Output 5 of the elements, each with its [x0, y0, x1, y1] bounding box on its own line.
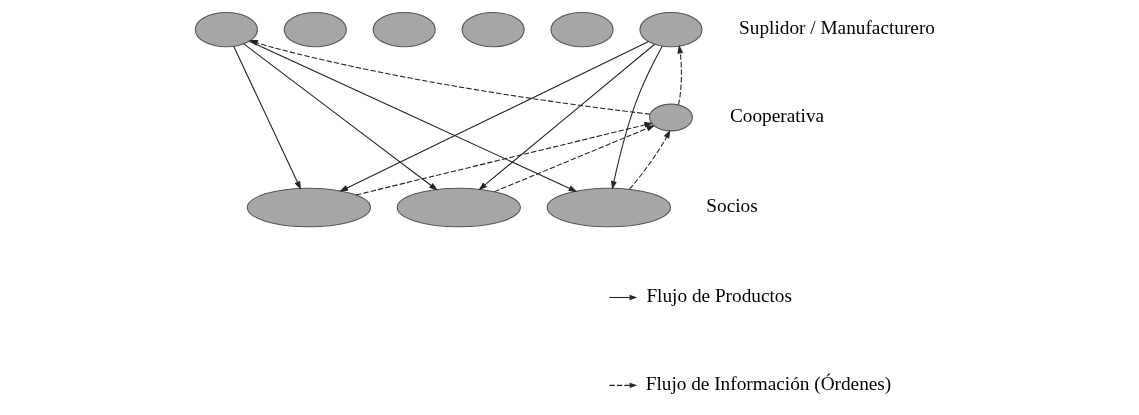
node-label: Cooperativa [729, 105, 824, 127]
legend-label: Flujo de Productos [645, 285, 792, 307]
label: Suplidor / Manufacturero [738, 17, 935, 39]
legend-label: Flujo de Información (Órdenes) [645, 373, 891, 395]
label: Socios [705, 195, 758, 217]
